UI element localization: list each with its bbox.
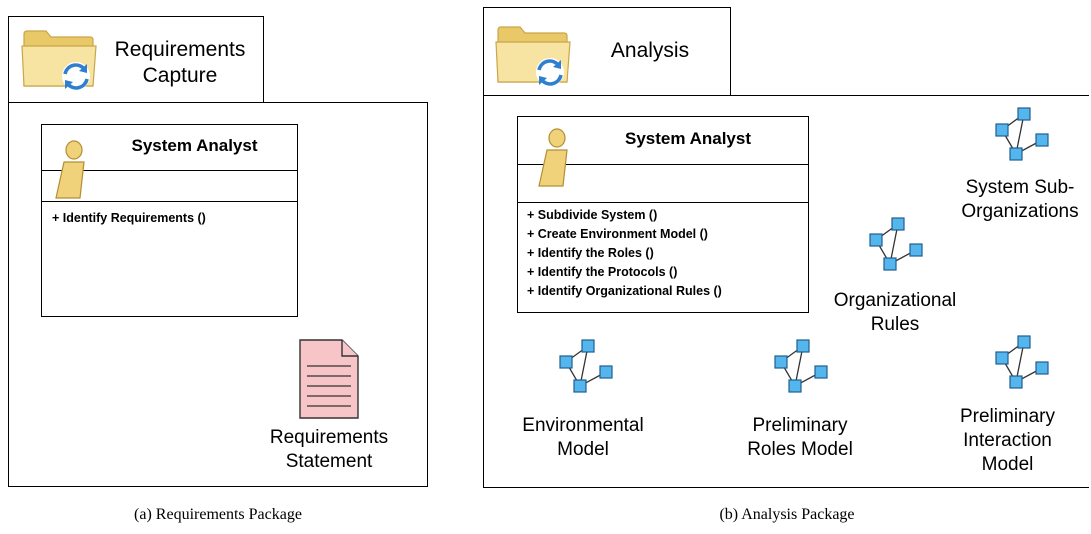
preliminary-roles-model-label: Preliminary Roles Model bbox=[725, 414, 875, 462]
model-network-icon bbox=[559, 339, 613, 393]
model-node bbox=[1009, 375, 1023, 389]
model-node bbox=[581, 339, 595, 353]
model-node bbox=[1009, 147, 1023, 161]
model-network-icon bbox=[869, 217, 923, 271]
title-line-1: Requirements bbox=[114, 38, 246, 61]
class-name: System Analyst bbox=[131, 136, 258, 155]
label-line-2: Roles Model bbox=[747, 439, 853, 460]
model-edge bbox=[1015, 113, 1025, 155]
caption-b: (b) Analysis Package bbox=[719, 506, 855, 523]
label-line-2: Model bbox=[557, 439, 609, 460]
label-line-2: Rules bbox=[870, 314, 920, 335]
analysis-package-title: Analysis bbox=[610, 39, 690, 62]
model-network-icon bbox=[995, 107, 1049, 161]
class-header bbox=[42, 125, 297, 171]
model-node bbox=[995, 351, 1009, 365]
model-node bbox=[573, 379, 587, 393]
model-node bbox=[909, 243, 923, 257]
system-analyst-class: System Analyst + Identify Requirements (… bbox=[41, 124, 298, 317]
model-node bbox=[559, 355, 573, 369]
model-node bbox=[1035, 361, 1049, 375]
model-node bbox=[1017, 107, 1031, 121]
class-attributes bbox=[518, 164, 808, 203]
class-name: System Analyst bbox=[625, 129, 751, 148]
model-edge bbox=[579, 345, 589, 387]
label-line-3: Model bbox=[981, 454, 1034, 475]
operation: + Identify Requirements () bbox=[52, 211, 206, 225]
class-operations: + Subdivide System () + Create Environme… bbox=[527, 206, 722, 301]
model-node bbox=[788, 379, 802, 393]
actor-icon bbox=[538, 128, 568, 187]
model-edge bbox=[889, 223, 899, 265]
class-operations: + Identify Requirements () bbox=[52, 209, 206, 228]
label-line-2: Organizations bbox=[961, 201, 1079, 222]
model-node bbox=[1035, 133, 1049, 147]
system-sub-organizations-label: System Sub- Organizations bbox=[945, 176, 1091, 224]
model-node bbox=[796, 339, 810, 353]
requirements-package-title: Requirements Capture bbox=[100, 37, 260, 89]
model-network-icon bbox=[995, 335, 1049, 389]
label-line-1: Environmental bbox=[522, 415, 644, 436]
operation: + Create Environment Model () bbox=[527, 227, 708, 241]
organizational-rules-label: Organizational Rules bbox=[820, 289, 970, 337]
model-edge bbox=[1015, 341, 1025, 383]
label-line-1: Organizational bbox=[833, 290, 957, 311]
operation: + Subdivide System () bbox=[527, 208, 658, 222]
folder-sync-icon bbox=[495, 26, 571, 86]
requirements-statement-label: Requirements Statement bbox=[244, 426, 414, 474]
model-node bbox=[995, 123, 1009, 137]
model-node bbox=[1017, 335, 1031, 349]
label-line-1: Requirements bbox=[269, 427, 389, 448]
folder-sync-icon bbox=[21, 30, 97, 90]
label-line-1: Preliminary bbox=[959, 406, 1056, 427]
model-node bbox=[869, 233, 883, 247]
class-header bbox=[518, 117, 808, 165]
operation: + Identify the Protocols () bbox=[527, 265, 678, 279]
label-line-1: System Sub- bbox=[965, 177, 1075, 198]
actor-icon bbox=[55, 140, 85, 199]
system-analyst-class: System Analyst bbox=[517, 116, 809, 313]
operation: + Identify the Roles () bbox=[527, 246, 654, 260]
model-node bbox=[814, 365, 828, 379]
model-node bbox=[883, 257, 897, 271]
environmental-model-label: Environmental Model bbox=[503, 414, 663, 462]
title-line-2: Capture bbox=[142, 64, 218, 87]
model-node bbox=[891, 217, 905, 231]
document-icon bbox=[299, 339, 359, 419]
caption-a: (a) Requirements Package bbox=[134, 506, 302, 523]
model-node bbox=[774, 355, 788, 369]
label-line-2: Statement bbox=[285, 451, 373, 472]
preliminary-interaction-model-label: Preliminary Interaction Model bbox=[940, 405, 1075, 477]
model-network-icon bbox=[774, 339, 828, 393]
model-edge bbox=[794, 345, 804, 387]
operation: + Identify Organizational Rules () bbox=[527, 284, 722, 298]
model-node bbox=[599, 365, 613, 379]
label-line-1: Preliminary bbox=[752, 415, 848, 436]
class-attributes bbox=[42, 170, 297, 202]
label-line-2: Interaction bbox=[963, 430, 1052, 451]
